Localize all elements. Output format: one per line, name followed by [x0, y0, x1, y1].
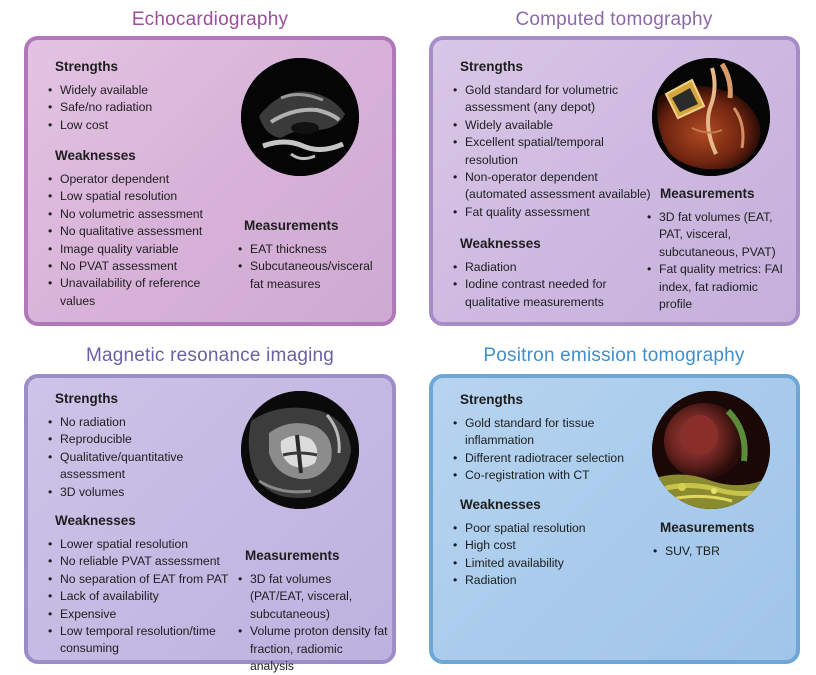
- ct-measurements-heading: Measurements: [660, 186, 755, 201]
- list-item: 3D fat volumes (EAT, PAT, visceral, subc…: [647, 209, 789, 261]
- pet-strengths-list: Gold standard for tissue inflammation Di…: [453, 415, 643, 485]
- list-item: Poor spatial resolution: [453, 520, 633, 538]
- ct-strengths-list: Gold standard for volumetric assessment …: [453, 82, 653, 222]
- pet-weaknesses-list: Poor spatial resolution High cost Limite…: [453, 520, 633, 590]
- list-item: Volume proton density fat fraction, radi…: [238, 623, 388, 675]
- list-item: Low cost: [48, 117, 248, 135]
- pet-image: [652, 391, 770, 509]
- echo-measurements-list: EAT thickness Subcutaneous/visceral fat …: [238, 241, 378, 293]
- list-item: Excellent spatial/temporal resolution: [453, 134, 653, 169]
- list-item: Lower spatial resolution: [48, 536, 238, 554]
- mri-weaknesses-heading: Weaknesses: [55, 513, 136, 528]
- ct-measurements-list: 3D fat volumes (EAT, PAT, visceral, subc…: [647, 209, 789, 313]
- list-item: Fat quality assessment: [453, 204, 653, 222]
- pet-panel: Strengths Gold standard for tissue infla…: [429, 374, 800, 664]
- mri-panel: Strengths No radiation Reproducible Qual…: [24, 374, 396, 673]
- list-item: Limited availability: [453, 555, 633, 573]
- list-item: No radiation: [48, 414, 228, 432]
- list-item: Low temporal resolution/time consuming: [48, 623, 238, 658]
- list-item: No PVAT assessment: [48, 258, 218, 276]
- list-item: Image quality variable: [48, 241, 218, 259]
- list-item: Co-registration with CT: [453, 467, 643, 485]
- list-item: Radiation: [453, 572, 633, 590]
- list-item: Fat quality metrics: FAI index, fat radi…: [647, 261, 789, 313]
- echo-weaknesses-heading: Weaknesses: [55, 148, 136, 163]
- pet-measurements-list: SUV, TBR: [653, 543, 773, 561]
- list-item: Unavailability of reference values: [48, 275, 218, 310]
- mri-strengths-list: No radiation Reproducible Qualitative/qu…: [48, 414, 228, 501]
- pet-measurements-heading: Measurements: [660, 520, 755, 535]
- list-item: Operator dependent: [48, 171, 218, 189]
- ct-weaknesses-heading: Weaknesses: [460, 236, 541, 251]
- echo-strengths-list: Widely available Safe/no radiation Low c…: [48, 82, 248, 135]
- echo-title: Echocardiography: [131, 9, 289, 30]
- mri-measurements-heading: Measurements: [245, 548, 340, 563]
- pet-title: Positron emission tomography: [483, 345, 745, 366]
- mri-title: Magnetic resonance imaging: [85, 345, 335, 366]
- echo-strengths-heading: Strengths: [55, 59, 119, 74]
- ct-panel: Strengths Gold standard for volumetric a…: [429, 36, 800, 326]
- mri-weaknesses-list: Lower spatial resolution No reliable PVA…: [48, 536, 238, 658]
- echo-panel: Strengths Widely available Safe/no radia…: [24, 36, 396, 326]
- list-item: No volumetric assessment: [48, 206, 218, 224]
- list-item: Widely available: [48, 82, 248, 100]
- list-item: Different radiotracer selection: [453, 450, 643, 468]
- list-item: No qualitative assessment: [48, 223, 218, 241]
- mri-image: [241, 391, 359, 509]
- list-item: Radiation: [453, 259, 631, 277]
- list-item: Iodine contrast needed for qualitative m…: [453, 276, 631, 311]
- echo-measurements-heading: Measurements: [244, 218, 339, 233]
- mri-strengths-heading: Strengths: [55, 391, 119, 406]
- list-item: Gold standard for volumetric assessment …: [453, 82, 653, 117]
- list-item: Safe/no radiation: [48, 99, 248, 117]
- list-item: Qualitative/quantitative assessment: [48, 449, 228, 484]
- list-item: 3D volumes: [48, 484, 228, 502]
- echo-image: [241, 58, 359, 176]
- list-item: Gold standard for tissue inflammation: [453, 415, 643, 450]
- echo-weaknesses-list: Operator dependent Low spatial resolutio…: [48, 171, 218, 310]
- list-item: No reliable PVAT assessment: [48, 553, 238, 571]
- ct-title: Computed tomography: [515, 9, 713, 30]
- list-item: Subcutaneous/visceral fat measures: [238, 258, 378, 293]
- list-item: Widely available: [453, 117, 653, 135]
- ct-image: [652, 58, 770, 176]
- list-item: Non-operator dependent (automated assess…: [453, 169, 653, 204]
- list-item: SUV, TBR: [653, 543, 773, 561]
- list-item: High cost: [453, 537, 633, 555]
- list-item: No separation of EAT from PAT: [48, 571, 238, 589]
- ct-weaknesses-list: Radiation Iodine contrast needed for qua…: [453, 259, 631, 311]
- list-item: EAT thickness: [238, 241, 378, 259]
- pet-strengths-heading: Strengths: [460, 392, 524, 407]
- mri-measurements-list: 3D fat volumes (PAT/EAT, visceral, subcu…: [238, 571, 388, 675]
- list-item: Expensive: [48, 606, 238, 624]
- list-item: Reproducible: [48, 431, 228, 449]
- pet-weaknesses-heading: Weaknesses: [460, 497, 541, 512]
- list-item: Lack of availability: [48, 588, 238, 606]
- list-item: Low spatial resolution: [48, 188, 218, 206]
- list-item: 3D fat volumes (PAT/EAT, visceral, subcu…: [238, 571, 388, 623]
- ct-strengths-heading: Strengths: [460, 59, 524, 74]
